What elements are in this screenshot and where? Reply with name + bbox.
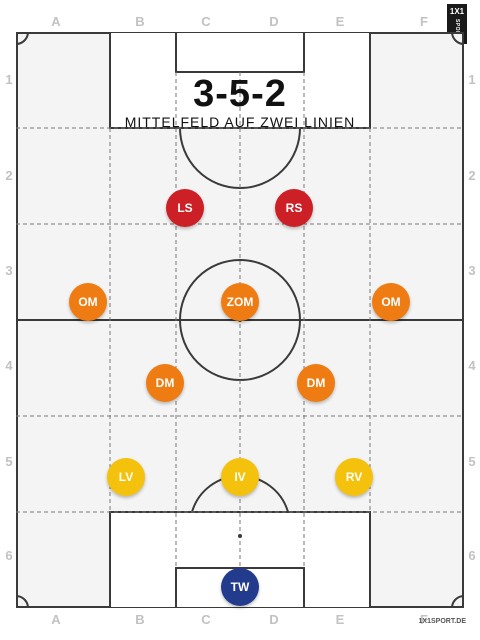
player-rv: RV xyxy=(335,458,373,496)
row-label-right-4: 4 xyxy=(468,358,476,373)
column-label-bottom-f: F xyxy=(420,612,428,627)
row-label-right-1: 1 xyxy=(468,72,476,87)
corner-arc-top-left xyxy=(16,32,29,45)
corner-arc-bottom-right xyxy=(451,595,464,608)
player-zom: ZOM xyxy=(221,283,259,321)
row-label-5: 5 xyxy=(5,454,13,469)
corner-arc-bottom-left xyxy=(16,595,29,608)
player-om-right: OM xyxy=(372,283,410,321)
row-label-right-5: 5 xyxy=(468,454,476,469)
logo-main-text: 1X1 xyxy=(449,7,465,16)
column-label-bottom-d: D xyxy=(269,612,279,627)
footer-url: 1X1SPORT.DE xyxy=(418,618,466,625)
player-dm-right: DM xyxy=(297,364,335,402)
top-goal-area xyxy=(175,32,305,73)
row-label-right-6: 6 xyxy=(468,548,476,563)
column-label-e: E xyxy=(335,14,345,29)
player-ls: LS xyxy=(166,189,204,227)
row-label-3: 3 xyxy=(5,263,13,278)
row-label-right-3: 3 xyxy=(468,263,476,278)
column-label-c: C xyxy=(201,14,211,29)
formation-subtitle: MITTELFELD AUF ZWEI LINIEN xyxy=(124,114,356,130)
row-label-right-2: 2 xyxy=(468,168,476,183)
column-label-d: D xyxy=(269,14,279,29)
formation-title: 3-5-2 xyxy=(193,73,287,115)
row-label-1: 1 xyxy=(5,72,13,87)
column-label-b: B xyxy=(135,14,145,29)
row-label-4: 4 xyxy=(5,358,13,373)
column-label-bottom-e: E xyxy=(335,612,345,627)
player-iv: IV xyxy=(221,458,259,496)
player-rs: RS xyxy=(275,189,313,227)
player-om-left: OM xyxy=(69,283,107,321)
column-label-bottom-b: B xyxy=(135,612,145,627)
column-label-a: A xyxy=(51,14,61,29)
column-label-f: F xyxy=(420,14,428,29)
row-label-2: 2 xyxy=(5,168,13,183)
corner-arc-top-right xyxy=(451,32,464,45)
pitch-markings xyxy=(16,32,464,608)
row-label-6: 6 xyxy=(5,548,13,563)
column-label-bottom-a: A xyxy=(51,612,61,627)
penalty-spot-bottom xyxy=(238,534,242,538)
column-label-bottom-c: C xyxy=(201,612,211,627)
title-box: 3-5-2 MITTELFELD AUF ZWEI LINIEN xyxy=(112,74,368,130)
player-lv: LV xyxy=(107,458,145,496)
player-tw: TW xyxy=(221,568,259,606)
logo-sub-text: SPORT xyxy=(454,19,460,39)
player-dm-left: DM xyxy=(146,364,184,402)
